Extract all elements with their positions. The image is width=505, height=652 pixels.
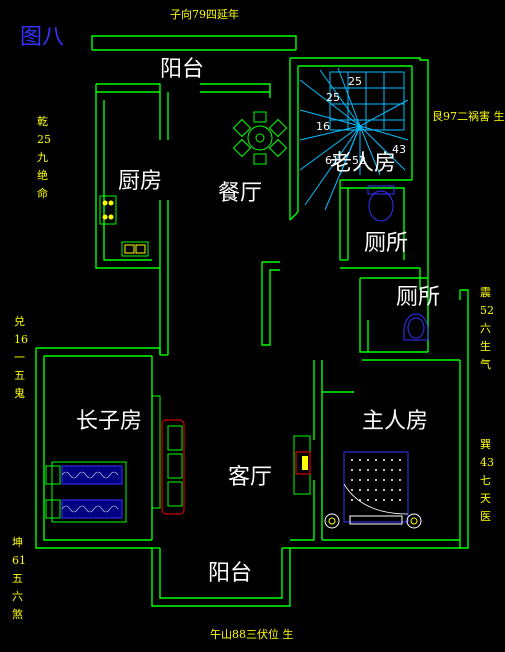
svg-text:52: 52 (480, 304, 494, 317)
toilet-icon (367, 185, 395, 222)
stair-number: 61 (325, 154, 339, 167)
svg-text:43: 43 (480, 456, 494, 469)
svg-text:生: 生 (480, 339, 491, 353)
room-label-toilet-1: 厕所 (364, 231, 408, 256)
compass-right-top: 艮97二祸害 生 (432, 109, 505, 123)
compass-right-bottom: 巽 43 七 天 医 (480, 438, 494, 523)
tv-cabinet-icon (293, 435, 311, 495)
svg-text:16: 16 (14, 333, 28, 346)
svg-text:天: 天 (480, 492, 491, 505)
dining-table-icon (232, 111, 288, 165)
svg-text:五: 五 (12, 572, 23, 585)
svg-text:气: 气 (480, 357, 491, 371)
svg-text:震: 震 (480, 286, 491, 299)
stair-number: 16 (316, 120, 330, 133)
room-label-toilet-2: 厕所 (396, 285, 440, 310)
compass-bottom: 午山88三伏位 生 (210, 627, 294, 641)
svg-text:巽: 巽 (480, 438, 491, 451)
svg-text:煞: 煞 (12, 607, 23, 621)
diagram-title: 图八 (20, 25, 64, 50)
room-label-kitchen: 厨房 (118, 169, 162, 194)
compass-right-middle: 震 52 六 生 气 (480, 286, 494, 371)
compass-left-middle: 兑 16 一 五 鬼 (14, 314, 28, 400)
compass-top: 子向79四延年 (170, 7, 239, 21)
svg-text:七: 七 (480, 474, 491, 487)
svg-text:乾: 乾 (37, 115, 48, 128)
svg-text:命: 命 (37, 186, 48, 200)
room-label-master: 主人房 (362, 409, 428, 434)
stove-icon (99, 195, 117, 225)
svg-text:六: 六 (480, 322, 491, 335)
sofa-icon (151, 395, 185, 515)
staircase-icon: 25 25 16 61 52 43 (299, 67, 409, 211)
svg-text:25: 25 (37, 133, 51, 146)
svg-text:坤: 坤 (12, 535, 23, 549)
stair-number: 25 (348, 75, 362, 88)
stair-number: 25 (326, 91, 340, 104)
compass-left-top: 乾 25 九 绝 命 (37, 115, 51, 200)
svg-text:绝: 绝 (37, 168, 48, 182)
master-bed-icon (324, 451, 422, 529)
room-label-elder-room: 老人房 (330, 151, 396, 176)
stair-number: 43 (392, 143, 406, 156)
room-label-living: 客厅 (228, 465, 272, 490)
svg-text:九: 九 (37, 151, 48, 164)
svg-text:61: 61 (12, 554, 26, 567)
svg-text:五: 五 (14, 369, 25, 382)
walls (35, 35, 469, 607)
svg-text:鬼: 鬼 (14, 386, 25, 400)
svg-text:兑: 兑 (14, 314, 25, 328)
sink-icon (121, 241, 149, 257)
toilet-icon (403, 313, 429, 341)
stair-number: 52 (352, 154, 366, 167)
compass-left-bottom: 坤 61 五 六 煞 (12, 535, 26, 621)
svg-text:医: 医 (480, 510, 491, 523)
room-label-dining: 餐厅 (218, 181, 262, 206)
bed-icon (45, 461, 127, 523)
room-label-balcony-top: 阳台 (160, 57, 204, 82)
room-label-eldest-son: 长子房 (76, 409, 142, 434)
room-label-balcony-bottom: 阳台 (208, 561, 252, 586)
svg-text:一: 一 (14, 351, 25, 364)
svg-text:六: 六 (12, 590, 23, 603)
